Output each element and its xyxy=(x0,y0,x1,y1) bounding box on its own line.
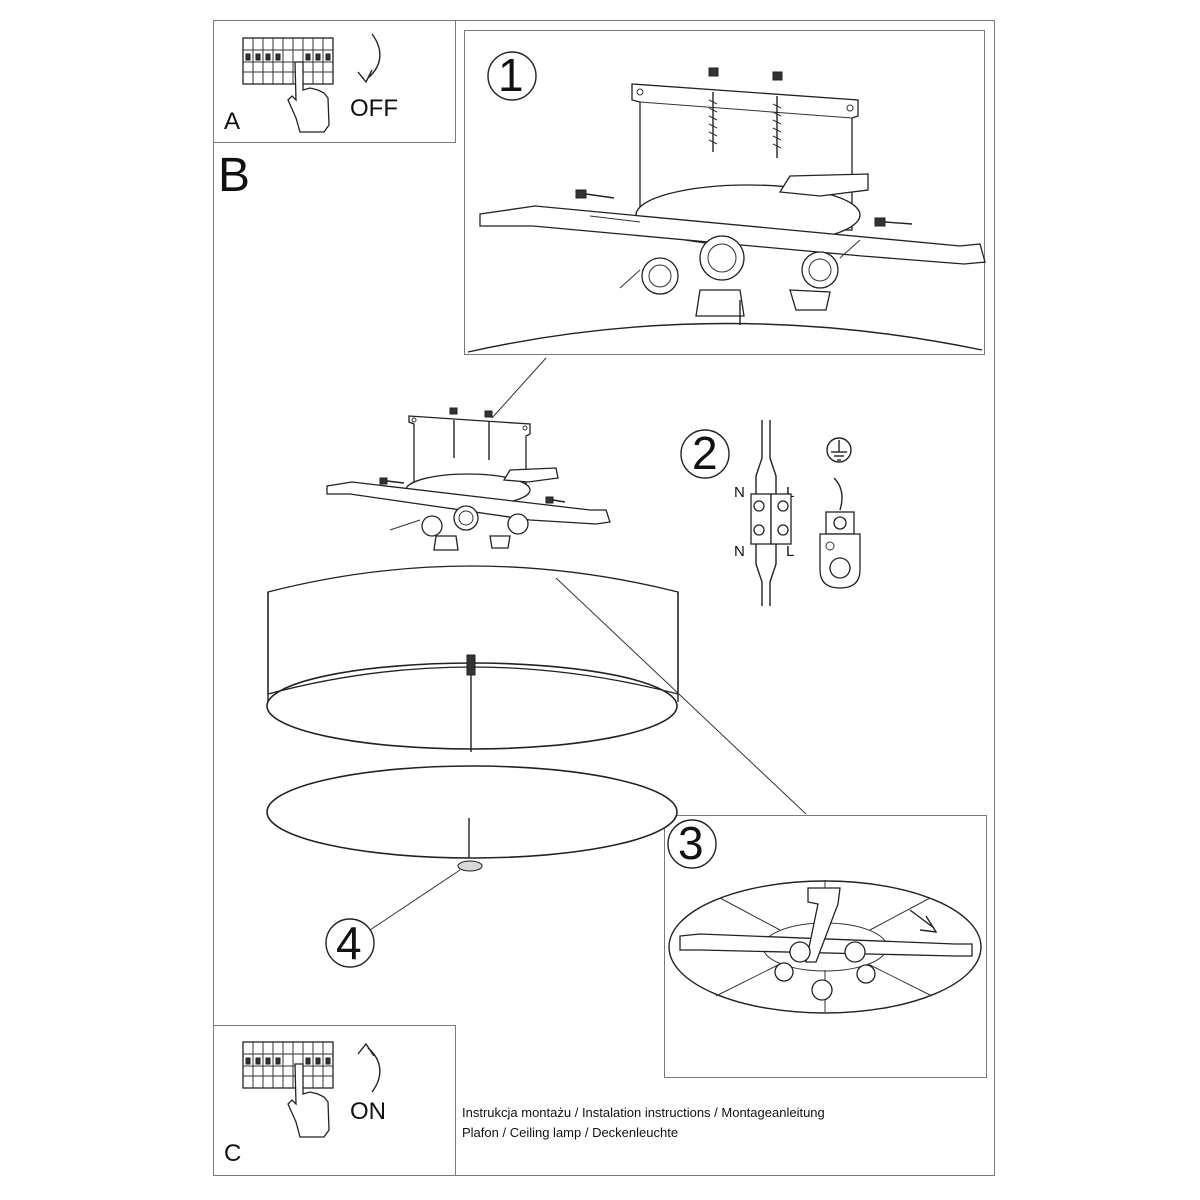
panel-c-action: ON xyxy=(350,1098,386,1125)
detail-step-3 xyxy=(664,815,987,1078)
leader-line-3 xyxy=(555,577,807,815)
ground-icon xyxy=(826,437,852,463)
breaker-off-illustration xyxy=(242,37,334,85)
ground-terminal-drawing xyxy=(819,477,861,589)
main-frame xyxy=(213,20,995,1176)
footer-line-1: Instrukcja montażu / Instalation instruc… xyxy=(462,1105,825,1120)
step-4-circle xyxy=(325,918,375,968)
step-2-number: 2 xyxy=(692,427,718,479)
panel-b-letter: B xyxy=(218,149,251,202)
panel-c xyxy=(213,1025,456,1176)
detail-3-drawing xyxy=(668,880,982,1014)
step-3-number: 3 xyxy=(678,817,704,869)
arrow-up-icon xyxy=(367,1047,381,1093)
hand-icon-off xyxy=(287,61,330,133)
step-1-number: 1 xyxy=(498,49,524,101)
step-3-circle xyxy=(667,819,717,869)
footer-line-2: Plafon / Ceiling lamp / Deckenleuchte xyxy=(462,1125,679,1140)
panel-c-letter: C xyxy=(224,1140,242,1167)
breaker-on-illustration xyxy=(242,1041,334,1089)
main-bracket-drawing xyxy=(326,407,611,551)
panel-a xyxy=(213,20,456,143)
panel-a-letter: A xyxy=(224,108,241,135)
step-4-number: 4 xyxy=(336,917,362,969)
wire-l-bottom: L xyxy=(786,543,795,560)
panel-a-action: OFF xyxy=(350,95,398,122)
step-1-circle xyxy=(487,51,537,101)
detail-step-1 xyxy=(464,30,985,355)
leader-line-1 xyxy=(491,357,547,419)
step-2-circle xyxy=(680,429,730,479)
hand-icon-on xyxy=(287,1063,330,1138)
drum-shade-drawing xyxy=(266,565,679,752)
wire-n-bottom: N xyxy=(734,543,745,560)
detail-1-drawing xyxy=(467,67,986,353)
arrow-down-icon xyxy=(367,33,381,79)
terminal-block-drawing xyxy=(750,420,792,606)
wire-n-top: N xyxy=(734,484,745,501)
leader-line-4 xyxy=(369,869,461,931)
wire-l-top: L xyxy=(786,484,795,501)
diffuser-drawing xyxy=(266,765,678,931)
